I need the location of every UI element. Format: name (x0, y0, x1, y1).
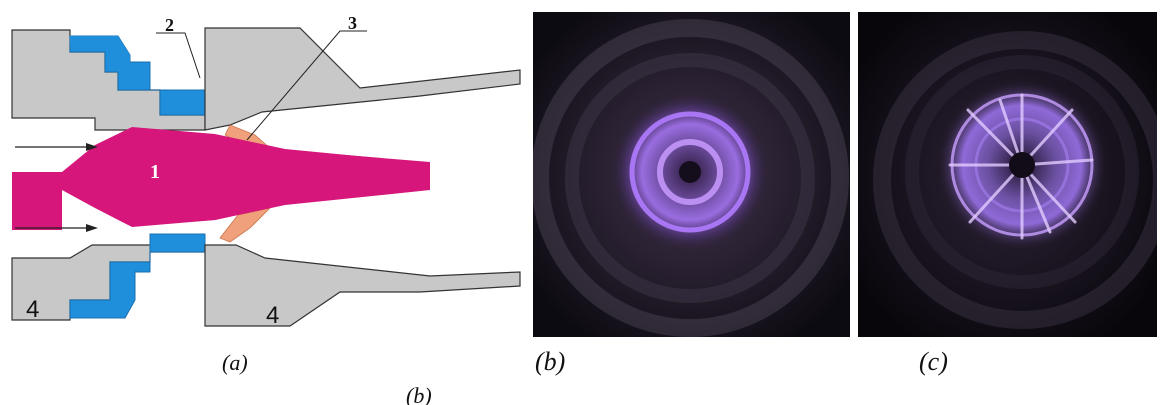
leader-line-2 (156, 32, 201, 79)
housing-lower-right (204, 244, 521, 327)
label-housing-left: 4 (26, 296, 39, 323)
photo-b-core (679, 161, 701, 183)
housing-upper-right (204, 27, 521, 131)
photo-c (858, 12, 1157, 337)
caption-c: (c) (919, 347, 948, 376)
schematic-diagram: 1 2 3 4 4 (a) (11, 13, 521, 375)
caption-a: (a) (222, 350, 248, 375)
flow-arrow-lower (15, 224, 98, 232)
leader-line-3 (246, 30, 367, 141)
photo-b-outer-halo (533, 19, 849, 337)
label-discharge-zone: 3 (348, 13, 357, 33)
caption-bottom: (b) (406, 383, 432, 405)
photo-c-outer-halo (873, 31, 1157, 329)
label-electrode: 1 (150, 161, 160, 183)
insulator-upper-tail (70, 36, 130, 62)
photo-c-core (1009, 152, 1035, 178)
label-housing-right: 4 (266, 302, 279, 329)
electrode-left-end (12, 172, 62, 230)
central-electrode-body (12, 127, 430, 227)
photo-b (533, 12, 850, 337)
photo-b-ring-outer (629, 111, 751, 233)
label-insulator: 2 (165, 15, 174, 35)
flow-arrow-upper (15, 143, 98, 151)
insulator-lower (69, 233, 206, 319)
caption-b: (b) (535, 347, 565, 376)
photo-b-ring-inner (657, 139, 723, 205)
